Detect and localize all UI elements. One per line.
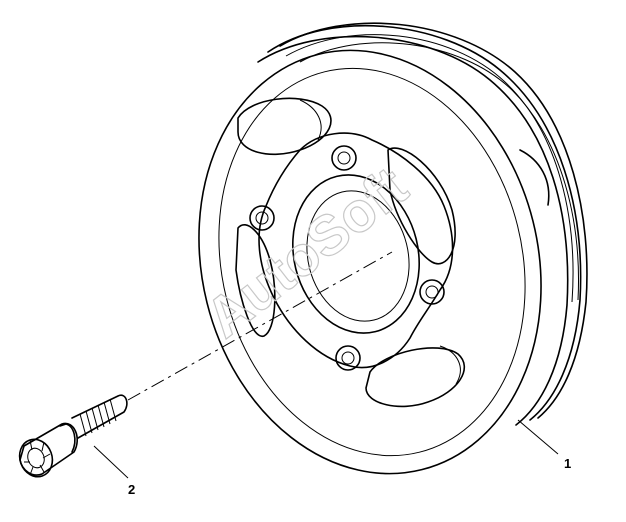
bolt-hole-right [419, 279, 445, 305]
bolt-hole-top [331, 145, 357, 171]
pulley-slot-top [237, 97, 332, 156]
callout-2: 2 [93, 445, 135, 497]
hub-bore [292, 174, 420, 334]
callout-1: 1 [517, 419, 571, 471]
pulley-bolt [18, 394, 128, 478]
callout-label-2: 2 [128, 482, 135, 497]
watermark-text: AutoSoft [194, 154, 419, 349]
pulley-slot-bottom [365, 347, 466, 408]
bolt-hole-left [249, 205, 275, 231]
hub-flange [258, 132, 454, 369]
bolt-hole-bottom [335, 345, 361, 371]
pulley-slot-right [387, 147, 456, 265]
crankshaft-pulley [198, 22, 588, 475]
callout-label-1: 1 [564, 456, 571, 471]
assembly-centerline [127, 251, 393, 401]
